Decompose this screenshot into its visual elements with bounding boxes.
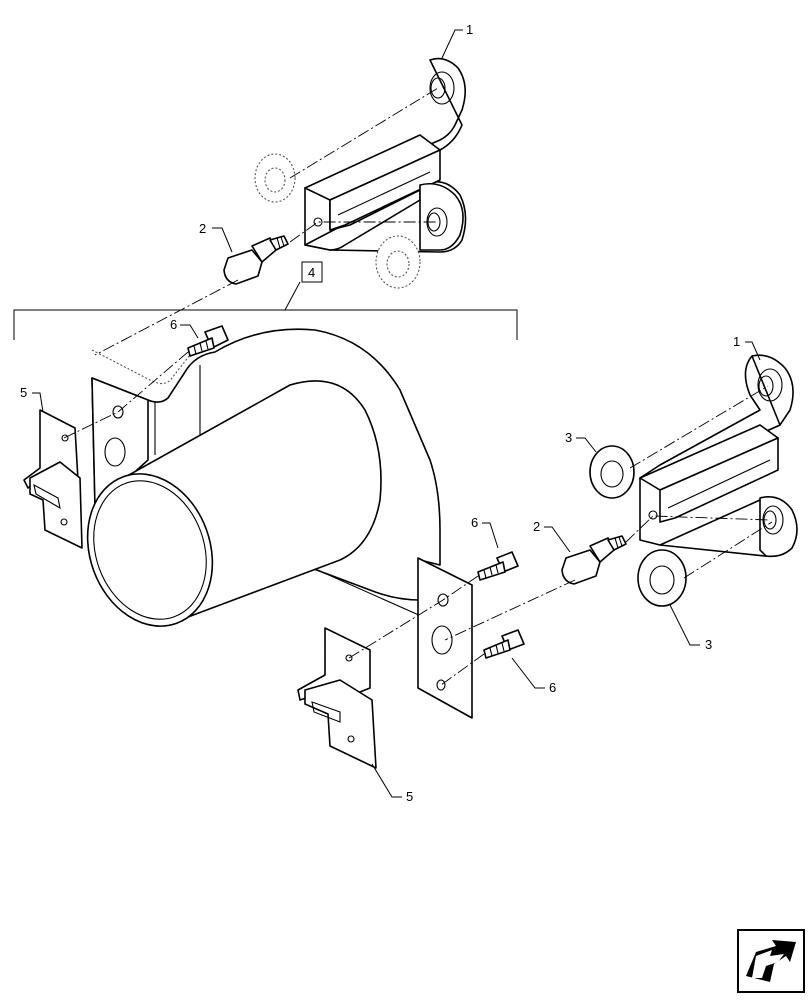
centerline-upper-3	[94, 279, 239, 356]
callout-5-bottom: 5	[406, 789, 413, 804]
centerline-right-4	[683, 521, 773, 579]
upper-bracket-assembly	[94, 57, 467, 356]
callout-5-left: 5	[20, 385, 27, 400]
centerline-screw-upper	[117, 351, 189, 413]
centerline-right-2	[625, 515, 771, 543]
centerline-screw-lower	[440, 653, 485, 686]
centerline-right-1	[629, 385, 769, 469]
centerline-right-3	[444, 579, 576, 641]
clip-part-5-bottom	[297, 627, 377, 769]
callout-box-4	[301, 261, 323, 283]
callout-6-lower: 6	[549, 680, 556, 695]
washer-part-3-lower	[637, 549, 687, 607]
screw-part-6-middle	[477, 551, 519, 581]
exhaust-pipe	[86, 380, 382, 627]
callout-1-upper: 1	[466, 22, 473, 37]
bracket-part-1-right	[639, 354, 798, 558]
leader-lines	[32, 29, 761, 798]
next-page-arrow-icon[interactable]	[737, 929, 805, 993]
callout-labels: 1 2 4 6 5 1 3 6 2 3 6 5	[20, 22, 740, 804]
stud-bolt-part-2-right	[561, 535, 627, 585]
callout-2-upper: 2	[199, 221, 206, 236]
stud-bolt-part-2-upper	[223, 235, 289, 285]
washer-ghost-upper-right	[375, 235, 421, 289]
callout-3-upper: 3	[565, 430, 572, 445]
assembly-range-bracket	[13, 261, 518, 340]
screw-part-6-lower	[483, 629, 525, 659]
washer-ghost-upper-left	[254, 153, 296, 203]
washer-part-3-upper	[589, 445, 635, 499]
callout-6-middle: 6	[471, 515, 478, 530]
clip-part-5-left	[23, 409, 83, 549]
callout-1-right: 1	[733, 334, 740, 349]
centerline-screw-mid	[442, 575, 479, 601]
centerline-upper-2	[289, 221, 437, 243]
bracket-part-1-upper	[304, 57, 467, 253]
callout-4: 4	[308, 265, 315, 280]
callout-6-upper: 6	[170, 317, 177, 332]
centerline-upper-1	[289, 87, 439, 179]
callout-3-lower: 3	[705, 637, 712, 652]
callout-2-right: 2	[533, 519, 540, 534]
right-bracket-assembly	[444, 354, 798, 641]
centerline-clip-left	[63, 411, 119, 439]
centerline-clip-bottom	[348, 599, 444, 659]
heat-shield-assembly	[86, 328, 473, 719]
screw-part-6-upper	[187, 325, 229, 357]
